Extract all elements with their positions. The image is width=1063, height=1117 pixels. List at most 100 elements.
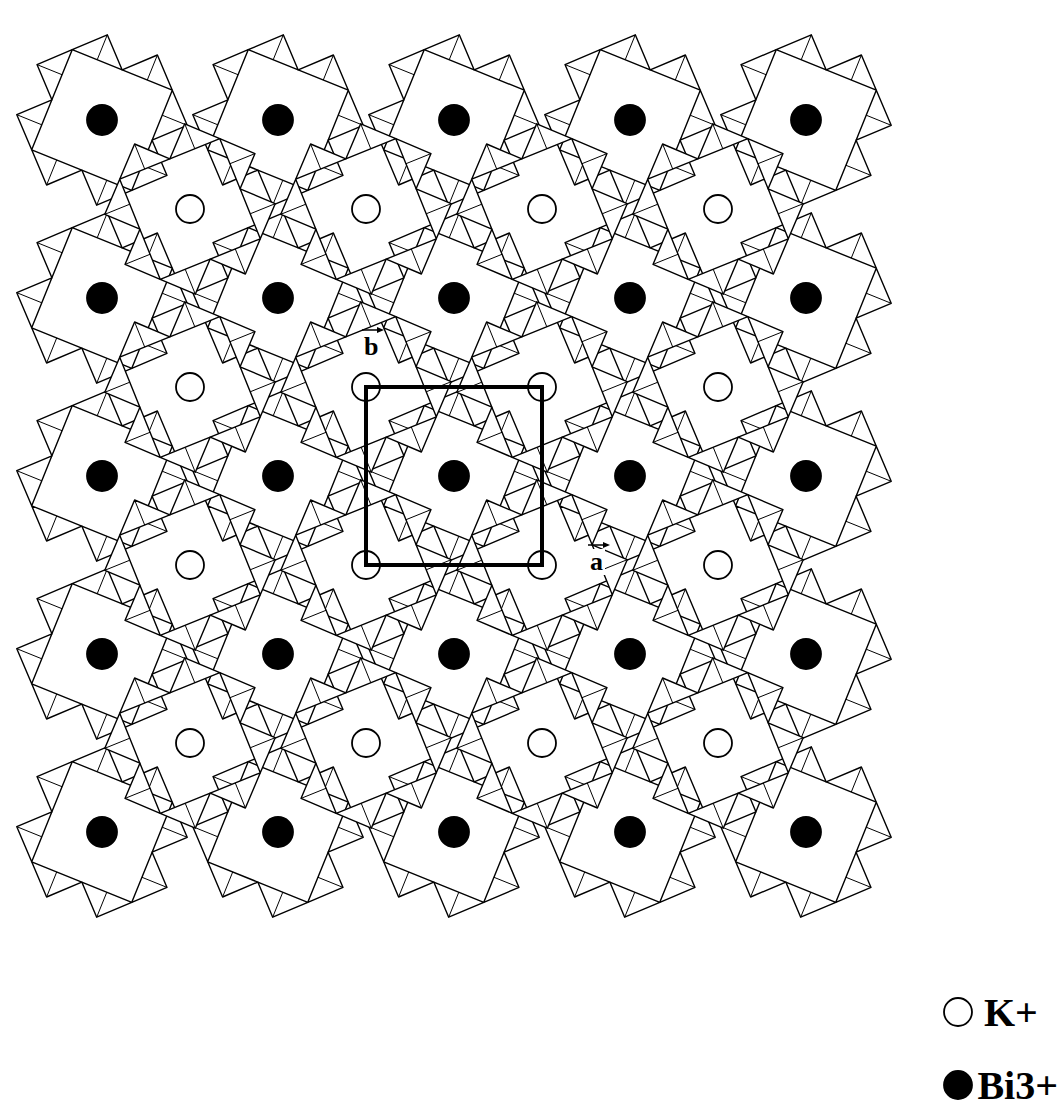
tetrahedron — [37, 406, 72, 456]
tetrahedron-edge — [273, 747, 283, 772]
tetrahedron-edge — [449, 358, 459, 383]
tetrahedron-edge — [582, 688, 607, 698]
tetrahedron — [512, 793, 562, 828]
tetrahedron-edge — [281, 738, 306, 748]
tetrahedron-edge — [602, 560, 627, 570]
tetrahedron — [472, 144, 522, 179]
tetrahedron-edge — [389, 65, 414, 75]
tetrahedron — [786, 882, 836, 917]
tetrahedron-edge — [801, 747, 811, 772]
axis-label: a — [588, 549, 605, 575]
tetrahedron — [72, 35, 122, 70]
tetrahedron-edge — [801, 569, 811, 594]
tetrahedron-edge — [311, 322, 321, 347]
bi-ion — [615, 817, 645, 847]
tetrahedron-edge — [406, 154, 431, 164]
tetrahedron — [416, 367, 451, 417]
tetrahedron-edge — [866, 827, 891, 837]
tetrahedron — [132, 852, 167, 902]
tetrahedron-edge — [426, 738, 451, 748]
tetrahedron — [572, 673, 607, 723]
tetrahedron-edge — [318, 877, 343, 887]
tetrahedron — [17, 278, 52, 328]
tetrahedron-edge — [361, 269, 371, 294]
tetrahedron-edge — [846, 521, 871, 531]
tetrahedron-edge — [582, 154, 607, 164]
tetrahedron-edge — [338, 115, 363, 125]
tetrahedron-edge — [97, 714, 107, 739]
tetrahedron-edge — [801, 714, 811, 739]
tetrahedron-edge — [653, 788, 678, 798]
tetrahedron — [346, 302, 396, 337]
tetrahedron-edge — [449, 213, 459, 238]
tetrahedron-edge — [633, 738, 658, 748]
tetrahedron — [17, 634, 52, 684]
tetrahedron — [210, 595, 260, 630]
tetrahedron-edge — [311, 144, 321, 169]
vector-arrows — [362, 327, 610, 548]
tetrahedron-edge — [653, 254, 678, 264]
tetrahedron-edge — [162, 649, 187, 659]
tetrahedron-edge — [851, 55, 861, 80]
tetrahedron — [434, 882, 484, 917]
k-ion — [352, 195, 380, 223]
tetrahedron — [457, 179, 492, 229]
tetrahedron — [122, 55, 172, 90]
tetrahedron — [301, 763, 336, 813]
tetrahedron — [836, 140, 871, 190]
bi-ion — [263, 105, 293, 135]
tetrahedron-edge — [37, 243, 62, 253]
tetrahedron-edge — [47, 694, 57, 719]
tetrahedron-edge — [37, 777, 62, 787]
tetrahedron — [386, 417, 436, 452]
tetrahedron-edge — [250, 560, 275, 570]
tetrahedron — [210, 239, 260, 274]
tetrahedron-edge — [185, 803, 195, 828]
tetrahedron-edge — [449, 569, 459, 594]
bi-ion — [263, 817, 293, 847]
tetrahedron — [105, 535, 140, 585]
tetrahedron — [688, 793, 738, 828]
tetrahedron-edge — [866, 115, 891, 125]
tetrahedron-edge — [449, 747, 459, 772]
tetrahedron — [105, 713, 140, 763]
tetrahedron — [346, 480, 396, 515]
tetrahedron — [660, 852, 695, 902]
tetrahedron — [474, 55, 524, 90]
k-ion — [176, 551, 204, 579]
tetrahedron — [240, 367, 275, 417]
tetrahedron-edge — [135, 678, 145, 703]
tetrahedron-edge — [449, 536, 459, 561]
tetrahedron-edge — [281, 382, 306, 392]
tetrahedron-edge — [663, 322, 673, 347]
tetrahedron — [296, 500, 346, 535]
tetrahedron — [210, 773, 260, 808]
tetrahedron-edge — [625, 213, 635, 238]
k-ion — [176, 195, 204, 223]
tetrahedron — [37, 228, 72, 278]
tetrahedron — [572, 317, 607, 367]
tetrahedron — [512, 437, 562, 472]
tetrahedron — [633, 535, 668, 585]
tetrahedron-edge — [273, 180, 283, 205]
tetrahedron-edge — [851, 411, 861, 436]
tetrahedron — [346, 658, 396, 693]
tetrahedron — [776, 35, 826, 70]
tetrahedron-edge — [105, 204, 130, 214]
tetrahedron-edge — [369, 293, 394, 303]
tetrahedron — [37, 584, 72, 634]
tetrahedron-edge — [499, 55, 509, 80]
tetrahedron — [768, 189, 803, 239]
tetrahedron — [836, 674, 871, 724]
k-ion — [704, 373, 732, 401]
bi-ion — [263, 461, 293, 491]
bi-ion — [615, 461, 645, 491]
tetrahedron-edge — [105, 560, 130, 570]
tetrahedron-edge — [663, 500, 673, 525]
tetrahedron — [32, 684, 82, 719]
tetrahedron — [220, 673, 255, 723]
tetrahedron-edge — [477, 432, 502, 442]
tetrahedron — [688, 259, 738, 294]
tetrahedron — [472, 500, 522, 535]
